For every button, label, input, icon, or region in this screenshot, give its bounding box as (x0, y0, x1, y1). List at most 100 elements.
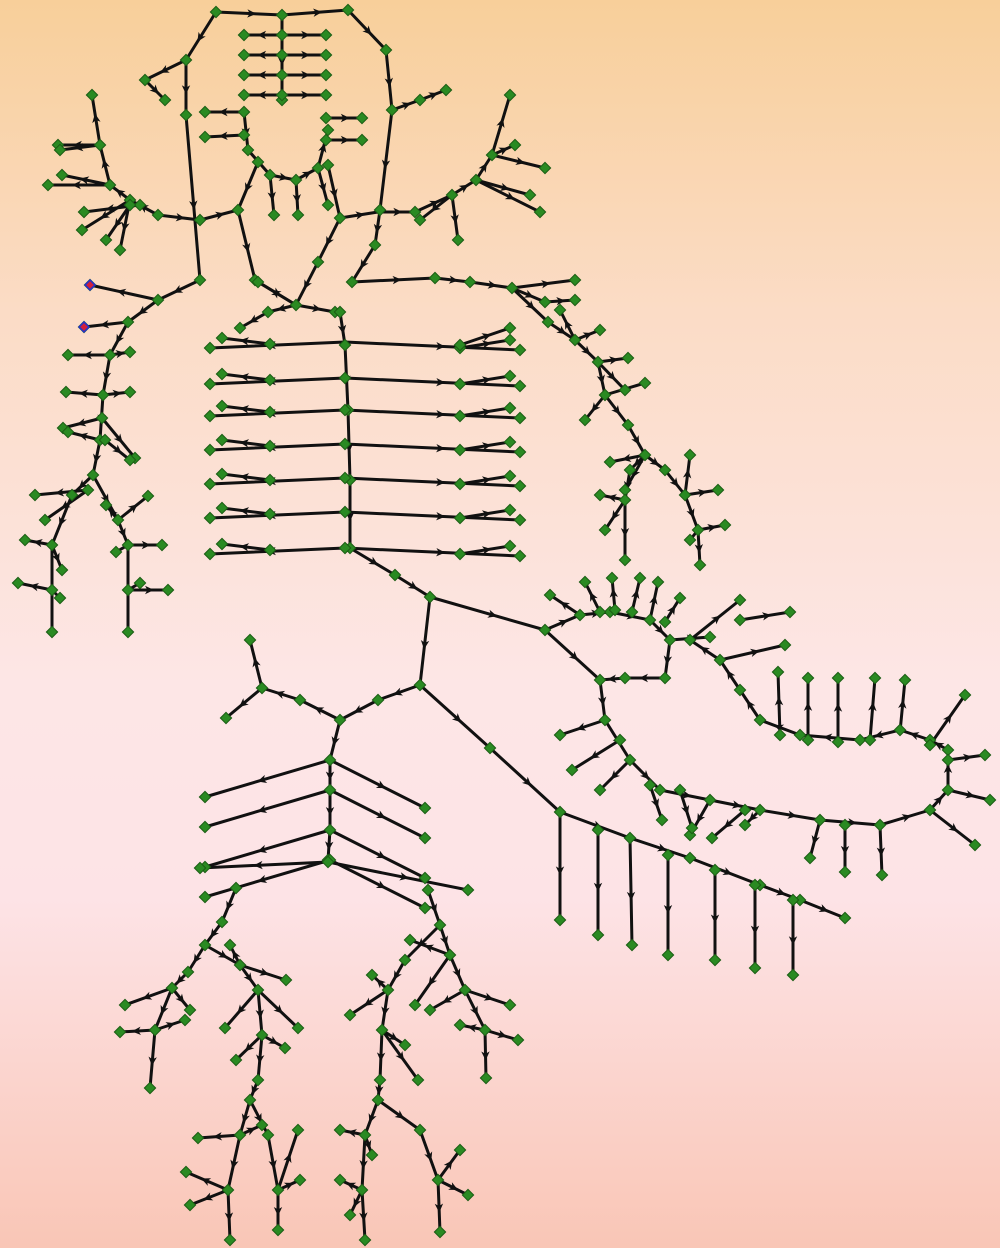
graph-node (46, 626, 57, 637)
graph-node (504, 370, 515, 381)
edge-arrowhead (390, 970, 402, 982)
graph-edge (328, 165, 340, 218)
edge-arrowhead (158, 65, 170, 76)
graph-node (124, 346, 135, 357)
graph-node (199, 821, 210, 832)
graph-node (94, 139, 105, 150)
graph-node (504, 504, 515, 515)
graph-edge (930, 695, 965, 745)
graph-node (454, 444, 465, 455)
graph-node (554, 914, 565, 925)
graph-edge (778, 672, 780, 735)
graph-node (504, 436, 515, 447)
graph-node (464, 276, 475, 287)
graph-node (594, 489, 605, 500)
graph-node (712, 484, 723, 495)
graph-node (104, 349, 115, 360)
graph-node (579, 576, 590, 587)
graph-node (290, 174, 301, 185)
graph-node (832, 672, 843, 683)
edge-arrowhead (376, 780, 388, 792)
graph-node (626, 939, 637, 950)
graph-edge (560, 812, 630, 838)
node-layer (12, 4, 995, 1245)
graph-node (230, 882, 241, 893)
graph-node (876, 869, 887, 880)
graph-node (524, 189, 535, 200)
graph-node (42, 179, 53, 190)
graph-edge (352, 278, 435, 282)
graph-node (280, 974, 291, 985)
graph-node (238, 49, 249, 60)
graph-node (324, 824, 335, 835)
graph-node (122, 626, 133, 637)
graph-node (452, 234, 463, 245)
graph-node (216, 434, 227, 445)
graph-edge (630, 838, 632, 945)
graph-edge (328, 862, 468, 890)
graph-edge (210, 444, 345, 450)
graph-node (184, 1199, 195, 1210)
root-node (79, 322, 89, 332)
graph-node (454, 378, 465, 389)
graph-node (569, 274, 580, 285)
graph-edge (378, 1100, 420, 1130)
graph-node (684, 852, 695, 863)
graph-edge (630, 838, 690, 858)
graph-node (539, 296, 550, 307)
graph-node (619, 672, 630, 683)
graph-node (514, 380, 525, 391)
graph-node (312, 256, 323, 267)
graph-node (594, 606, 605, 617)
graph-edge (210, 548, 345, 554)
graph-node (414, 94, 425, 105)
graph-node (514, 550, 525, 561)
graph-node (322, 159, 333, 170)
edge-arrowhead (631, 435, 643, 447)
graph-node (216, 332, 227, 343)
graph-edge (258, 990, 298, 1028)
graph-node (272, 1184, 283, 1195)
graph-node (504, 540, 515, 551)
graph-node (204, 478, 215, 489)
graph-edge (880, 810, 930, 825)
graph-node (60, 386, 71, 397)
graph-node (534, 206, 545, 217)
graph-node (119, 999, 130, 1010)
edge-arrowhead (300, 279, 312, 291)
graph-node (262, 1129, 273, 1140)
graph-node (684, 449, 695, 460)
graph-node (440, 84, 451, 95)
graph-node (224, 939, 235, 950)
edge-arrowhead (171, 285, 183, 296)
graph-node (839, 866, 850, 877)
graph-node (462, 1189, 473, 1200)
graph-edge (238, 162, 258, 210)
graph-node (504, 334, 515, 345)
graph-node (222, 1184, 233, 1195)
graph-node (320, 89, 331, 100)
graph-node (480, 1072, 491, 1083)
graph-edge (490, 748, 560, 812)
graph-edge (225, 990, 258, 1028)
graph-edge (492, 95, 510, 155)
root-node (85, 280, 95, 290)
edge-arrowhead (558, 616, 570, 627)
graph-node (454, 410, 465, 421)
edge-arrowhead (157, 1005, 168, 1016)
graph-node (359, 1129, 370, 1140)
graph-node (199, 131, 210, 142)
graph-edge (420, 1130, 438, 1180)
graph-node (180, 1166, 191, 1177)
graph-node (404, 934, 415, 945)
graph-node (232, 204, 243, 215)
graph-node (419, 802, 430, 813)
graph-node (624, 832, 635, 843)
graph-node (276, 29, 287, 40)
graph-node (656, 814, 667, 825)
graph-edge (545, 630, 600, 680)
edge-arrowhead (448, 1182, 460, 1194)
graph-node (272, 1224, 283, 1235)
graph-node (204, 342, 215, 353)
